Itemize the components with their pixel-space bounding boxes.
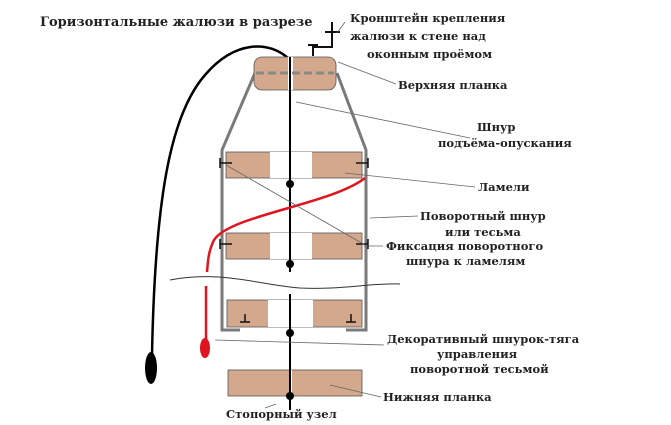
label-wand-2: управления (437, 347, 518, 361)
label-bottom-rail: Нижняя планка (383, 390, 492, 404)
label-rotary-cord-2: или тесьма (445, 225, 521, 239)
label-stop-knot: Стопорный узел (226, 407, 337, 421)
ladder-tape-left (220, 72, 257, 332)
slat-2 (225, 232, 363, 260)
leader-lines (214, 21, 476, 409)
ladder-tape-right (335, 72, 368, 332)
label-head-rail: Верхняя планка (398, 78, 508, 92)
lift-cord-weight (145, 352, 157, 384)
label-slats: Ламели (478, 180, 530, 194)
lift-cord (286, 57, 294, 410)
label-bracket-3: оконным проёмом (367, 47, 492, 61)
lift-cord-pull (150, 45, 291, 356)
stop-knot (286, 392, 294, 400)
diagram-title: Горизонтальные жалюзи в разрезе (40, 15, 312, 30)
bottom-rail (227, 369, 363, 397)
rotary-cord (204, 177, 366, 342)
label-lift-cord-2: подъёма-опускания (438, 136, 572, 150)
label-wand-3: поворотной тесьмой (410, 362, 549, 376)
label-fixation-1: Фиксация поворотного (386, 239, 543, 253)
label-rotary-cord-1: Поворотный шнур (420, 209, 546, 223)
slat-1 (225, 151, 363, 179)
fixation-pegs (219, 158, 369, 323)
label-fixation-2: шнура к ламелям (406, 254, 525, 268)
head-rail (253, 56, 337, 91)
label-wand-1: Декоративный шнурок-тяга (387, 332, 580, 346)
label-bracket-1: Кронштейн крепления (350, 11, 506, 25)
break-line (169, 276, 401, 289)
wall-bracket (308, 22, 340, 56)
slat-3 (226, 299, 363, 328)
label-lift-cord-1: Шнур (477, 120, 515, 134)
label-bracket-2: жалюзи к стене над (350, 29, 486, 43)
rotary-cord-tassel (200, 338, 210, 358)
